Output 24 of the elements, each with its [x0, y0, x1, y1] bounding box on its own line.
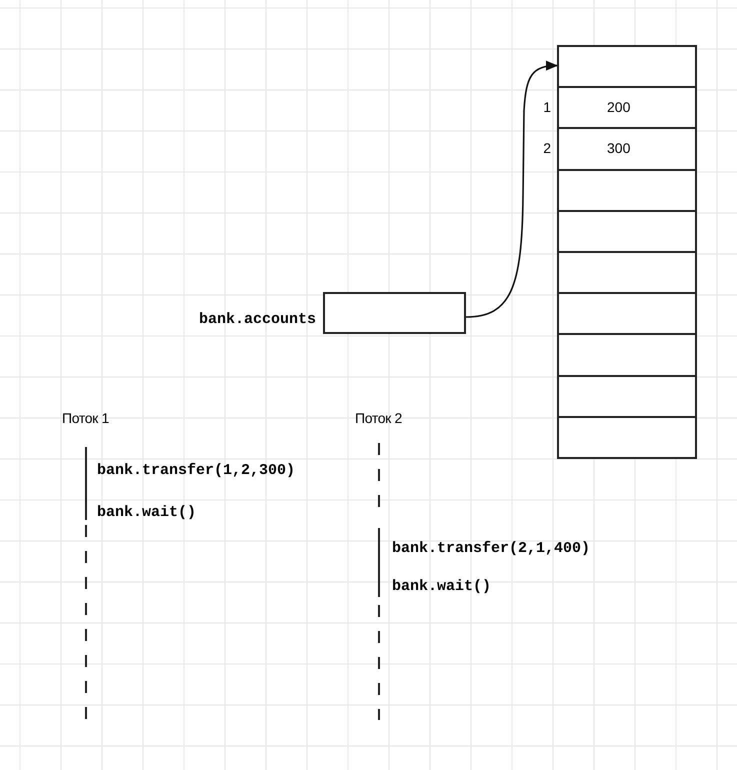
pointer-box [323, 292, 466, 334]
array-cell [557, 374, 697, 416]
code-line: bank.transfer(1,2,300) [97, 461, 296, 481]
index-number: 2 [542, 139, 551, 158]
array-cell [557, 210, 697, 251]
thread-label: Поток 2 [355, 409, 402, 428]
array-cell [557, 251, 697, 292]
array-cell [557, 168, 697, 210]
code-line: bank.wait() [97, 503, 196, 523]
array-cell [557, 333, 697, 375]
code-line: bank.wait() [392, 577, 492, 597]
array-cell [557, 416, 697, 459]
array-block [557, 45, 697, 459]
thread-label: Поток 1 [62, 409, 109, 428]
cell-value: 300 [607, 139, 630, 158]
array-cell [557, 127, 697, 169]
variable-name: bank.accounts [198, 310, 316, 330]
arrow [466, 61, 558, 318]
array-cell [557, 45, 697, 86]
cell-value: 200 [607, 98, 630, 118]
array-cell [557, 86, 697, 128]
array-cell [557, 292, 697, 334]
code-line: bank.transfer(2,1,400) [392, 539, 590, 559]
index-number: 1 [542, 98, 551, 118]
